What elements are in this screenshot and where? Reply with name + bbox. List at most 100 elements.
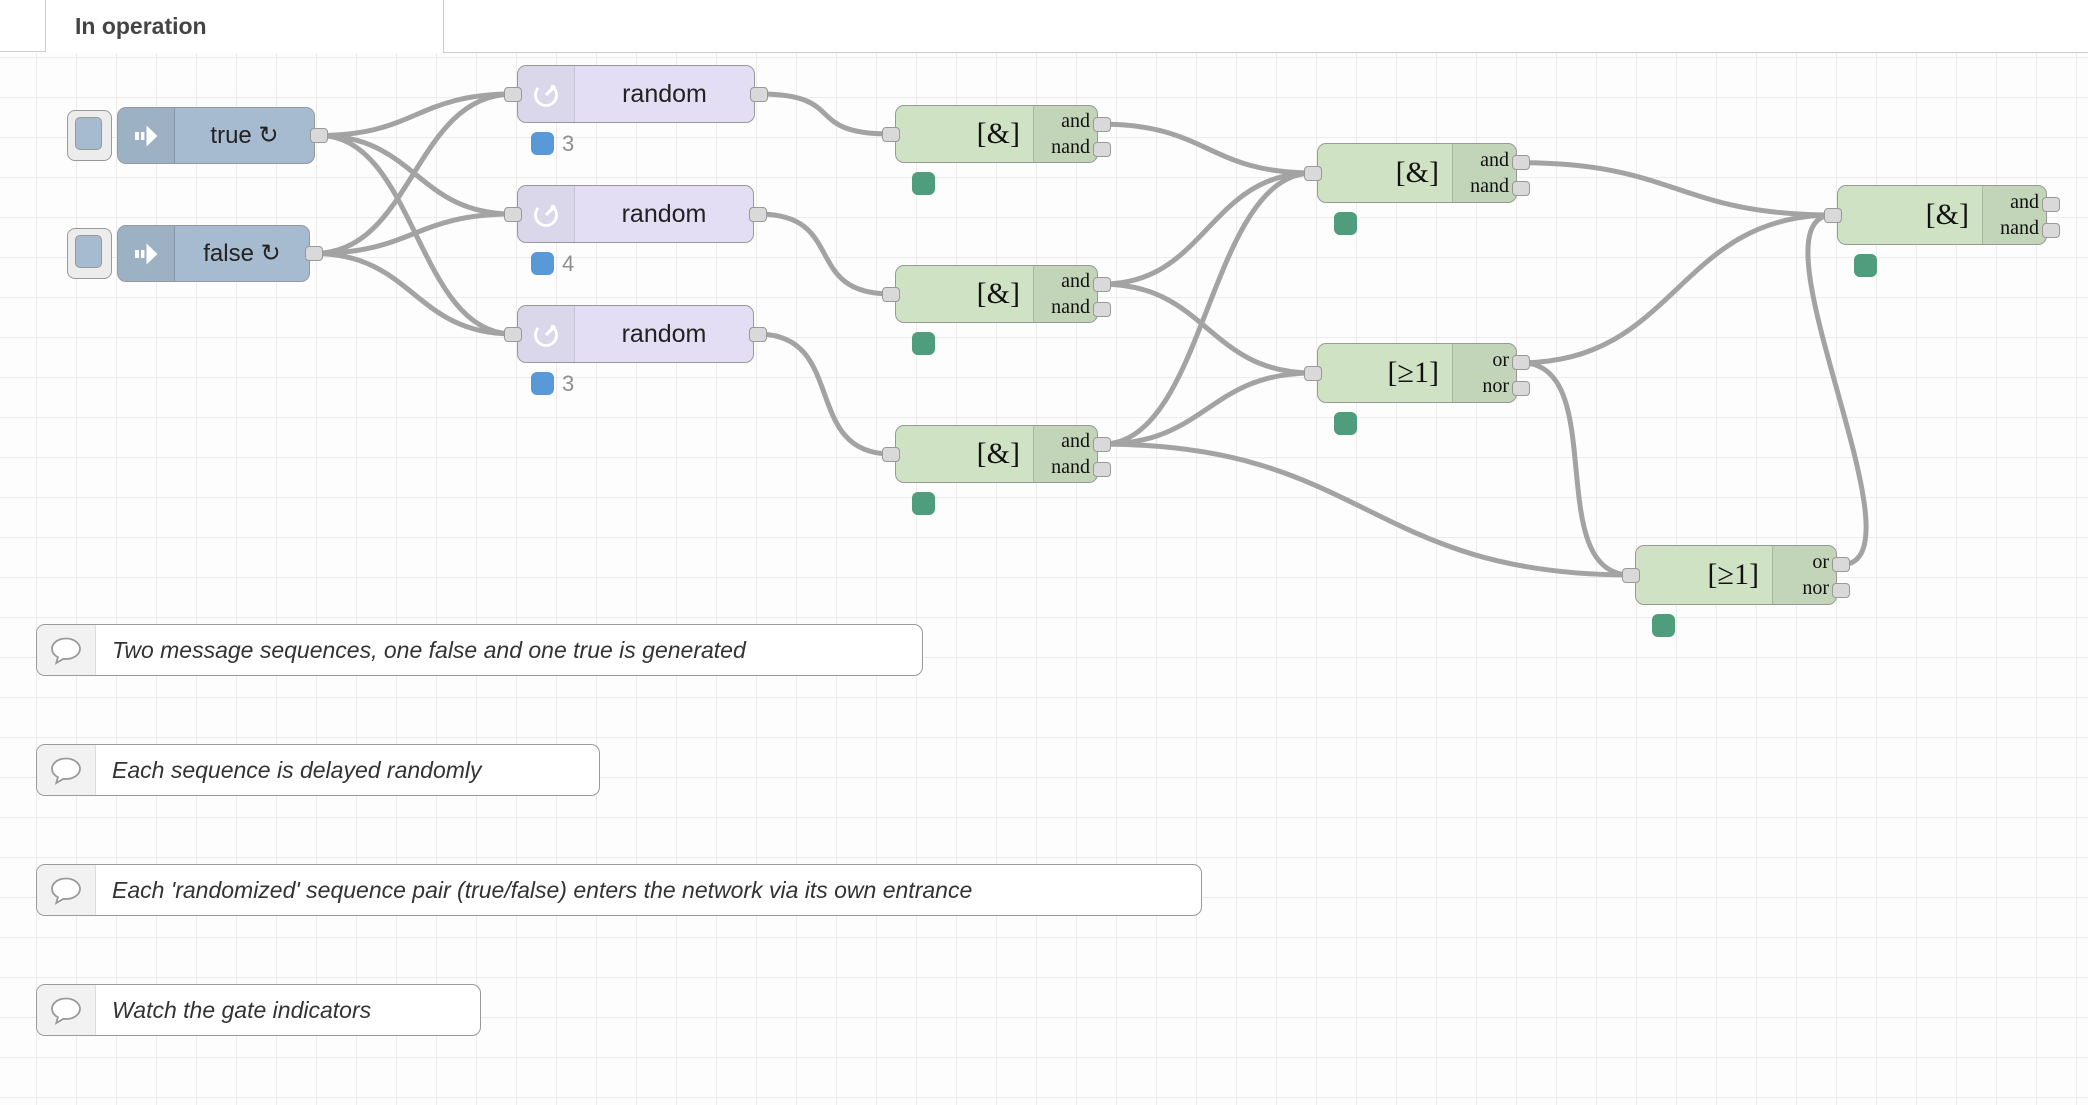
output-port-and[interactable]: [1093, 276, 1111, 292]
comment-node-c1[interactable]: Two message sequences, one false and one…: [36, 624, 923, 676]
gate-node-gateF[interactable]: [&] and nand: [1837, 185, 2047, 245]
delay-node-rnd3[interactable]: random: [517, 305, 754, 363]
wire-inject_false-to-rnd3[interactable]: [311, 251, 516, 337]
comment-node-c3[interactable]: Each 'randomized' sequence pair (true/fa…: [36, 864, 1202, 916]
tab-in-operation[interactable]: In operation: [46, 0, 444, 53]
node-label: [&]: [976, 277, 1020, 310]
output-label-nand: nand: [2000, 217, 2039, 239]
output-port[interactable]: [749, 206, 767, 222]
output-port-nand[interactable]: [1093, 141, 1111, 157]
output-port[interactable]: [749, 326, 767, 342]
timer-icon: [518, 186, 575, 242]
output-label-or: or: [1492, 349, 1509, 371]
output-label-and: and: [1061, 110, 1090, 133]
node-label: [&]: [1395, 156, 1439, 189]
comment-text: Watch the gate indicators: [112, 996, 372, 1023]
input-port[interactable]: [882, 286, 900, 302]
status-count: 3: [562, 131, 575, 156]
input-port[interactable]: [1622, 567, 1640, 583]
wire-inject_false-to-rnd1[interactable]: [311, 91, 516, 256]
output-port-nand[interactable]: [1093, 461, 1111, 477]
wire-gateG-to-gateF[interactable]: [1805, 212, 1869, 568]
wire-gateE-to-gateF[interactable]: [1518, 212, 1836, 366]
wire-inject_true-to-rnd2[interactable]: [316, 133, 516, 217]
output-port-and[interactable]: [2042, 197, 2060, 213]
tab-label: In operation: [75, 13, 207, 39]
output-port-nand[interactable]: [2042, 223, 2060, 239]
status-indicator: [531, 252, 554, 275]
output-port-or[interactable]: [1832, 557, 1850, 573]
node-label: random: [621, 199, 707, 228]
input-port[interactable]: [882, 126, 900, 142]
gate-output-labels: or nor: [1452, 344, 1516, 402]
status-indicator: [1652, 614, 1675, 637]
status-indicator: [531, 132, 554, 155]
input-port[interactable]: [1304, 365, 1322, 381]
output-port-and[interactable]: [1093, 116, 1111, 132]
wire-rnd2-to-gateB[interactable]: [755, 211, 894, 297]
inject-arrow-icon: [118, 226, 175, 281]
output-port-nand[interactable]: [1512, 181, 1530, 197]
output-label-nand: nand: [1051, 135, 1090, 158]
input-port[interactable]: [882, 446, 900, 462]
wire-rnd3-to-gateC[interactable]: [755, 331, 894, 457]
tab-stub[interactable]: [0, 0, 46, 52]
output-label-nand: nand: [1051, 295, 1090, 318]
wire-gateB-to-gateD[interactable]: [1099, 170, 1316, 287]
wire-gateC-to-gateG[interactable]: [1099, 441, 1634, 578]
output-port-and[interactable]: [1512, 155, 1530, 171]
wire-gateC-to-gateE[interactable]: [1099, 370, 1316, 447]
wire-rnd1-to-gateA[interactable]: [756, 91, 894, 137]
node-label: false ↻: [203, 240, 281, 267]
output-port-nor[interactable]: [1832, 583, 1850, 599]
wire-gateB-to-gateE[interactable]: [1099, 281, 1316, 376]
output-label-and: and: [2010, 191, 2039, 213]
input-port[interactable]: [504, 326, 522, 342]
node-label: [&]: [1925, 198, 1969, 231]
inject-button-inner: [75, 117, 102, 150]
gate-node-gateE[interactable]: [≥1] or nor: [1317, 343, 1517, 403]
status-indicator: [912, 172, 935, 195]
output-port[interactable]: [310, 128, 328, 143]
output-port-nor[interactable]: [1512, 381, 1530, 397]
output-port-nand[interactable]: [1093, 301, 1111, 317]
comment-node-c2[interactable]: Each sequence is delayed randomly: [36, 744, 600, 796]
inject-node-inject_true[interactable]: true ↻: [117, 107, 315, 164]
wire-gateA-to-gateD[interactable]: [1099, 121, 1316, 176]
output-label-nand: nand: [1051, 455, 1090, 478]
comment-text: Two message sequences, one false and one…: [112, 636, 746, 663]
node-label: random: [621, 319, 707, 348]
output-port-and[interactable]: [1093, 436, 1111, 452]
status-indicator: [1334, 212, 1357, 235]
inject-button[interactable]: [67, 228, 112, 279]
output-port[interactable]: [750, 86, 768, 102]
input-port[interactable]: [504, 86, 522, 102]
output-port-or[interactable]: [1512, 355, 1530, 371]
input-port[interactable]: [1304, 165, 1322, 181]
wire-gateE-to-gateG[interactable]: [1518, 360, 1634, 578]
input-port[interactable]: [1824, 207, 1842, 223]
wire-inject_true-to-rnd1[interactable]: [316, 91, 516, 138]
status-count: 3: [562, 371, 575, 396]
inject-button[interactable]: [67, 110, 112, 161]
node-label: [≥1]: [1387, 356, 1439, 389]
wire-gateD-to-gateF[interactable]: [1518, 160, 1836, 218]
output-label-nor: nor: [1482, 375, 1509, 397]
wire-gateC-to-gateD[interactable]: [1099, 170, 1316, 447]
delay-node-rnd1[interactable]: random: [517, 65, 755, 123]
wire-inject_false-to-rnd2[interactable]: [311, 211, 516, 256]
inject-node-inject_false[interactable]: false ↻: [117, 225, 310, 282]
node-label: [≥1]: [1707, 558, 1759, 591]
output-port[interactable]: [305, 246, 323, 261]
comment-node-c4[interactable]: Watch the gate indicators: [36, 984, 481, 1036]
input-port[interactable]: [504, 206, 522, 222]
delay-node-rnd2[interactable]: random: [517, 185, 754, 243]
